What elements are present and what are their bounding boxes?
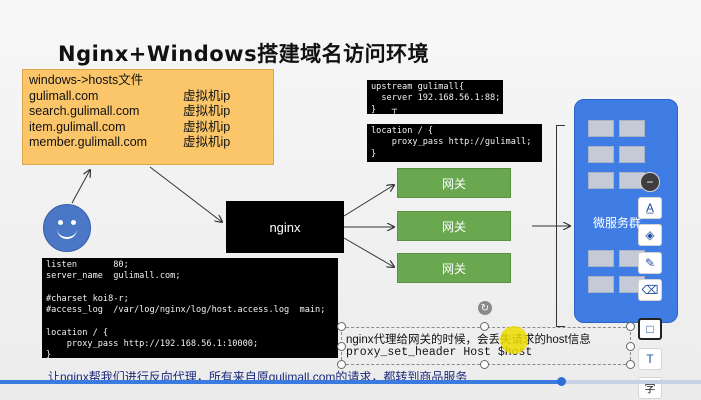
resize-handle[interactable] bbox=[337, 342, 346, 351]
nginx-node: nginx bbox=[226, 201, 344, 253]
gateway-label: 网关 bbox=[441, 176, 466, 191]
layers-icon[interactable]: ◈ bbox=[638, 224, 662, 246]
video-progress-handle[interactable] bbox=[557, 377, 566, 386]
minus-circle-icon[interactable]: − bbox=[640, 172, 660, 192]
rotate-handle-icon[interactable]: ↻ bbox=[478, 301, 492, 315]
microservice-cell bbox=[588, 276, 614, 293]
user-eye-right bbox=[71, 220, 76, 225]
nginx-label: nginx bbox=[269, 219, 301, 235]
hosts-row: member.gulimall.com 虚拟机ip bbox=[29, 135, 273, 151]
eraser-icon[interactable]: ⌫ bbox=[638, 279, 662, 301]
hosts-ip: 虚拟机ip bbox=[183, 119, 231, 134]
microservice-label: 微服务群 bbox=[593, 216, 642, 230]
microservice-cell bbox=[588, 120, 614, 137]
resize-handle[interactable] bbox=[626, 360, 635, 369]
hosts-domain: member.gulimall.com bbox=[29, 135, 148, 149]
microservice-cell bbox=[588, 250, 614, 267]
hosts-row: gulimall.com 虚拟机ip bbox=[29, 89, 273, 105]
gateway-label: 网关 bbox=[441, 219, 466, 234]
note-line-2: proxy_set_header Host $host bbox=[346, 346, 533, 359]
upstream-code-block: upstream gulimall{ server 192.168.56.1:8… bbox=[367, 80, 503, 114]
microservices-box: 微服务群 bbox=[574, 99, 678, 323]
text-box-icon[interactable]: T bbox=[638, 348, 662, 370]
gateway-node: 网关 bbox=[397, 253, 511, 283]
server-config-code-block: listen 80; server_name gulimall.com; #ch… bbox=[42, 258, 338, 358]
hosts-domain: item.gulimall.com bbox=[29, 119, 126, 134]
location-code-block: location / { proxy_pass http://gulimall;… bbox=[367, 124, 542, 162]
hosts-row: search.gulimall.com 虚拟机ip bbox=[29, 104, 273, 120]
microservice-bracket bbox=[556, 125, 565, 327]
video-progress-bar[interactable] bbox=[0, 377, 701, 386]
resize-handle[interactable] bbox=[626, 322, 635, 331]
hosts-ip: 虚拟机ip bbox=[183, 88, 231, 103]
arrow-hosts-to-nginx bbox=[149, 166, 222, 222]
microservice-cell bbox=[588, 172, 614, 189]
hosts-header: windows->hosts文件 bbox=[29, 73, 273, 89]
arrow-nginx-to-gateway-1 bbox=[343, 185, 394, 217]
hosts-file-box: windows->hosts文件 gulimall.com 虚拟机ip sear… bbox=[22, 69, 274, 165]
gateway-node: 网关 bbox=[397, 168, 511, 198]
gateway-label: 网关 bbox=[441, 261, 466, 276]
arrow-user-to-hosts bbox=[71, 170, 90, 204]
resize-handle[interactable] bbox=[480, 322, 489, 331]
cursor-highlight bbox=[500, 326, 528, 354]
hosts-ip: 虚拟机ip bbox=[183, 135, 231, 149]
user-mouth bbox=[57, 227, 77, 239]
resize-handle[interactable] bbox=[626, 342, 635, 351]
rectangle-icon[interactable]: □ bbox=[638, 318, 662, 340]
hosts-row: item.gulimall.com 虚拟机ip bbox=[29, 120, 273, 136]
hosts-ip: 虚拟机ip bbox=[183, 104, 231, 118]
user-smiley-icon bbox=[43, 204, 91, 252]
resize-handle[interactable] bbox=[480, 360, 489, 369]
note-line-1: nginx代理给网关的时候，会丢失请求的host信息 bbox=[346, 334, 591, 346]
text-format-icon[interactable]: A̲ bbox=[638, 197, 662, 219]
video-progress-fill bbox=[0, 380, 561, 384]
gateway-node: 网关 bbox=[397, 211, 511, 241]
resize-handle[interactable] bbox=[337, 360, 346, 369]
pen-icon[interactable]: ✎ bbox=[638, 252, 662, 274]
microservice-cell bbox=[619, 120, 645, 137]
resize-handle[interactable] bbox=[337, 322, 346, 331]
microservice-cell bbox=[619, 146, 645, 163]
hosts-domain: search.gulimall.com bbox=[29, 104, 140, 118]
hosts-header-text: windows->hosts文件 bbox=[29, 73, 144, 87]
hosts-domain: gulimall.com bbox=[29, 88, 99, 103]
arrow-nginx-to-gateway-3 bbox=[343, 237, 394, 267]
user-eye-left bbox=[58, 220, 63, 225]
microservice-cell bbox=[588, 146, 614, 163]
slide-title: Nginx+Windows搭建域名访问环境 bbox=[58, 42, 430, 66]
